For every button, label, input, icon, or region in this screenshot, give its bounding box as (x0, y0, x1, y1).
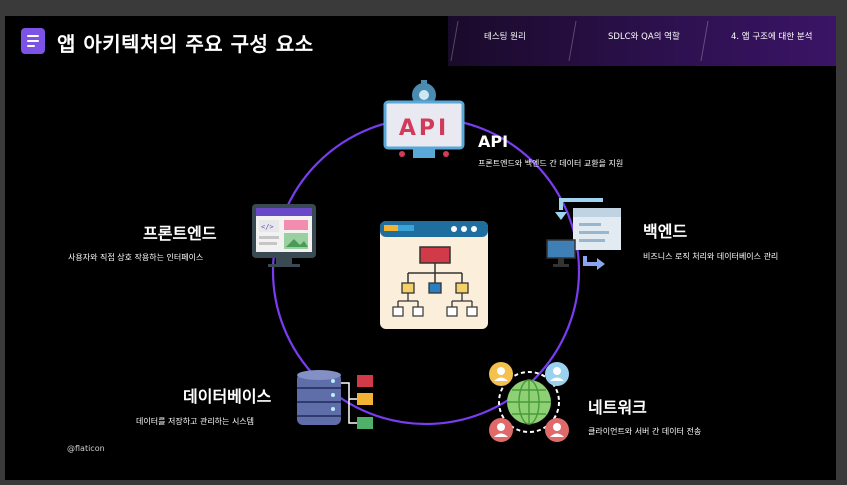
document-icon (21, 28, 45, 54)
api-icon: API (383, 80, 465, 158)
slide-header: 앱 아키텍처의 주요 구성 요소 테스팅 원리 SDLC와 QA의 역할 4. … (5, 16, 836, 66)
network-title: 네트워크 (588, 398, 647, 417)
nav-item-sdlc-qa[interactable]: SDLC와 QA의 역할 (608, 32, 680, 42)
section-nav: 테스팅 원리 SDLC와 QA의 역할 4. 앱 구조에 대한 분석 (448, 16, 836, 66)
api-description: 프론트엔드와 백엔드 간 데이터 교환을 지원 (478, 159, 624, 168)
backend-description: 비즈니스 로직 처리와 데이터베이스 관리 (643, 252, 779, 261)
network-globe-icon (489, 362, 569, 442)
frontend-description: 사용자와 직접 상호 작용하는 인터페이스 (68, 253, 204, 262)
database-description: 데이터를 저장하고 관리하는 시스템 (136, 417, 255, 426)
architecture-diagram-icon (380, 221, 488, 329)
database-title: 데이터베이스 (183, 387, 272, 406)
network-description: 클라이언트와 서버 간 데이터 전송 (588, 427, 702, 436)
page-title: 앱 아키텍처의 주요 구성 요소 (57, 32, 314, 56)
nav-divider (568, 21, 577, 61)
image-credit: @flaticon (67, 444, 105, 453)
window-top-bar (0, 0, 847, 16)
nav-divider (700, 21, 709, 61)
web-ui-icon: </> (252, 204, 316, 267)
backend-title: 백엔드 (643, 222, 688, 241)
slide: 앱 아키텍처의 주요 구성 요소 테스팅 원리 SDLC와 QA의 역할 4. … (5, 16, 836, 480)
frontend-title: 프론트엔드 (143, 224, 217, 243)
server-sync-icon (546, 198, 621, 270)
nav-item-testing-principles[interactable]: 테스팅 원리 (484, 32, 526, 42)
nav-item-app-structure[interactable]: 4. 앱 구조에 대한 분석 (731, 32, 813, 42)
svg-text:</>: </> (261, 223, 274, 231)
architecture-diagram: API API 프론트엔드와 백엔드 간 데이터 교환을 지원 백엔드 비즈니스… (5, 66, 836, 480)
database-icon (297, 370, 373, 429)
api-title: API (478, 132, 509, 151)
nav-divider (450, 21, 459, 61)
svg-text:API: API (399, 116, 449, 141)
